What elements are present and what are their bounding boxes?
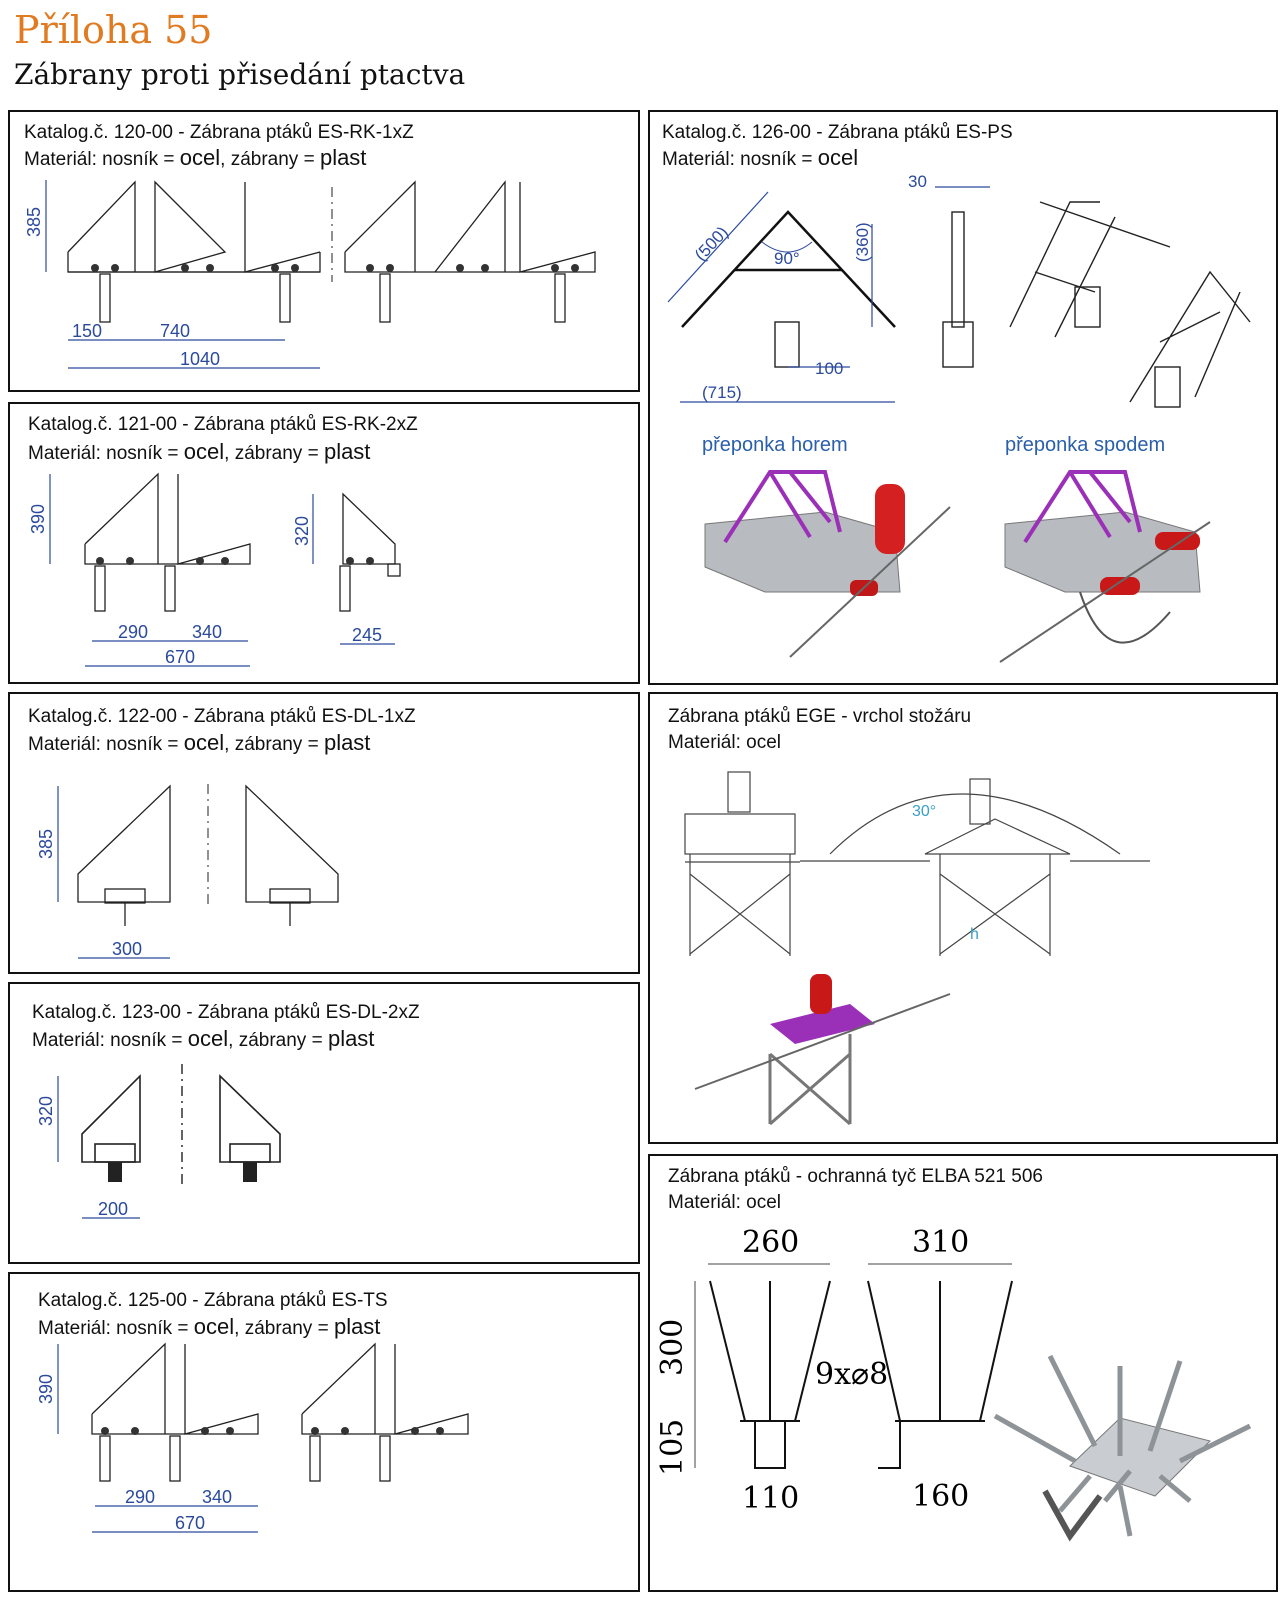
panel-material: Materiál: nosník = ocel, zábrany = plast [28, 439, 371, 464]
render-preponka-horem [704, 470, 951, 658]
render-elba-base [993, 1354, 1252, 1542]
render-ege [694, 974, 951, 1126]
drawing-es-ts: 390 290 340 670 [36, 1342, 469, 1533]
dim-1040: 1040 [180, 349, 220, 369]
panel-title: Zábrana ptáků - ochranná tyč ELBA 521 50… [668, 1166, 1043, 1187]
dim-height: 385 [36, 829, 56, 859]
dim-110: 110 [742, 1481, 799, 1516]
page-subtitle: Zábrany proti přisedání ptactva [14, 58, 466, 91]
dim-740: 740 [160, 321, 190, 341]
dim-height: 385 [24, 207, 44, 237]
panel-elba: Zábrana ptáků - ochranná tyč ELBA 521 50… [648, 1154, 1278, 1592]
label-preponka-horem: přeponka horem [702, 434, 848, 456]
dim-height: 320 [36, 1096, 56, 1126]
panel-ege: Zábrana ptáků EGE - vrchol stožáru Mater… [648, 692, 1278, 1144]
panel-125-00: Katalog.č. 125-00 - Zábrana ptáků ES-TS … [8, 1272, 640, 1592]
dim-h: h [970, 926, 979, 943]
dim-angle: 30° [912, 803, 936, 820]
dim-360: (360) [853, 222, 872, 262]
dim-height-2: 320 [292, 516, 312, 546]
dim-500: (500) [691, 223, 732, 265]
panel-title: Katalog.č. 123-00 - Zábrana ptáků ES-DL-… [32, 1002, 420, 1023]
panel-title: Katalog.č. 126-00 - Zábrana ptáků ES-PS [662, 122, 1013, 143]
panel-title: Katalog.č. 121-00 - Zábrana ptáků ES-RK-… [28, 414, 418, 435]
panel-126-00: Katalog.č. 126-00 - Zábrana ptáků ES-PS … [648, 110, 1278, 685]
dim-260: 260 [742, 1225, 799, 1260]
dim-340: 340 [192, 622, 222, 642]
panel-material: Materiál: ocel [668, 732, 781, 753]
panel-material: Materiál: nosník = ocel, zábrany = plast [32, 1026, 375, 1051]
panel-material: Materiál: nosník = ocel, zábrany = plast [24, 145, 367, 170]
panel-122-00: Katalog.č. 122-00 - Zábrana ptáků ES-DL-… [8, 692, 640, 974]
panel-material: Materiál: ocel [668, 1192, 781, 1213]
panel-title: Katalog.č. 120-00 - Zábrana ptáků ES-RK-… [24, 122, 414, 143]
dim-30: 30 [908, 172, 927, 191]
dim-105: 105 [655, 1419, 690, 1476]
drawing-es-dl-1xz: 385 300 [36, 784, 339, 959]
dim-angle: 90° [774, 249, 800, 268]
dim-rods: 9x⌀8 [815, 1357, 888, 1392]
dim-310: 310 [912, 1225, 969, 1260]
drawing-es-rk-2xz: 390 320 290 340 670 245 [28, 472, 401, 667]
panel-material: Materiál: nosník = ocel, zábrany = plast [38, 1314, 381, 1339]
panel-title: Katalog.č. 122-00 - Zábrana ptáků ES-DL-… [28, 706, 416, 727]
dim-150: 150 [72, 321, 102, 341]
drawing-es-ps: (500) 90° (360) (715) 100 30 [667, 172, 1251, 663]
panel-material: Materiál: nosník = ocel [662, 145, 859, 170]
dim-160: 160 [912, 1479, 969, 1514]
panel-120-00: Katalog.č. 120-00 - Zábrana ptáků ES-RK-… [8, 110, 640, 392]
dim-290: 290 [125, 1487, 155, 1507]
dim-height: 390 [28, 504, 48, 534]
page-title: Příloha 55 [14, 8, 213, 52]
label-preponka-spodem: přeponka spodem [1005, 434, 1166, 456]
drawing-es-rk-1xz: 385 150 740 1040 [24, 180, 596, 369]
panel-title: Zábrana ptáků EGE - vrchol stožáru [668, 706, 972, 727]
dim-200: 200 [98, 1199, 128, 1219]
dim-300: 300 [112, 939, 142, 959]
dim-670: 670 [165, 647, 195, 667]
panel-title: Katalog.č. 125-00 - Zábrana ptáků ES-TS [38, 1290, 388, 1311]
render-preponka-spodem [999, 470, 1211, 663]
panel-123-00: Katalog.č. 123-00 - Zábrana ptáků ES-DL-… [8, 982, 640, 1264]
dim-340: 340 [202, 1487, 232, 1507]
dim-715: (715) [702, 383, 742, 402]
drawing-elba: 260 310 300 105 9x⌀8 110 160 [655, 1225, 1252, 1542]
panel-121-00: Katalog.č. 121-00 - Zábrana ptáků ES-RK-… [8, 402, 640, 684]
dim-height: 390 [36, 1374, 56, 1404]
panel-material: Materiál: nosník = ocel, zábrany = plast [28, 730, 371, 755]
dim-670: 670 [175, 1513, 205, 1533]
drawing-es-dl-2xz: 320 200 [36, 1064, 281, 1219]
dim-100: 100 [815, 359, 843, 378]
dim-290: 290 [118, 622, 148, 642]
drawing-ege: 30° h [684, 771, 1150, 1126]
dim-300: 300 [655, 1319, 690, 1376]
dim-245: 245 [352, 625, 382, 645]
